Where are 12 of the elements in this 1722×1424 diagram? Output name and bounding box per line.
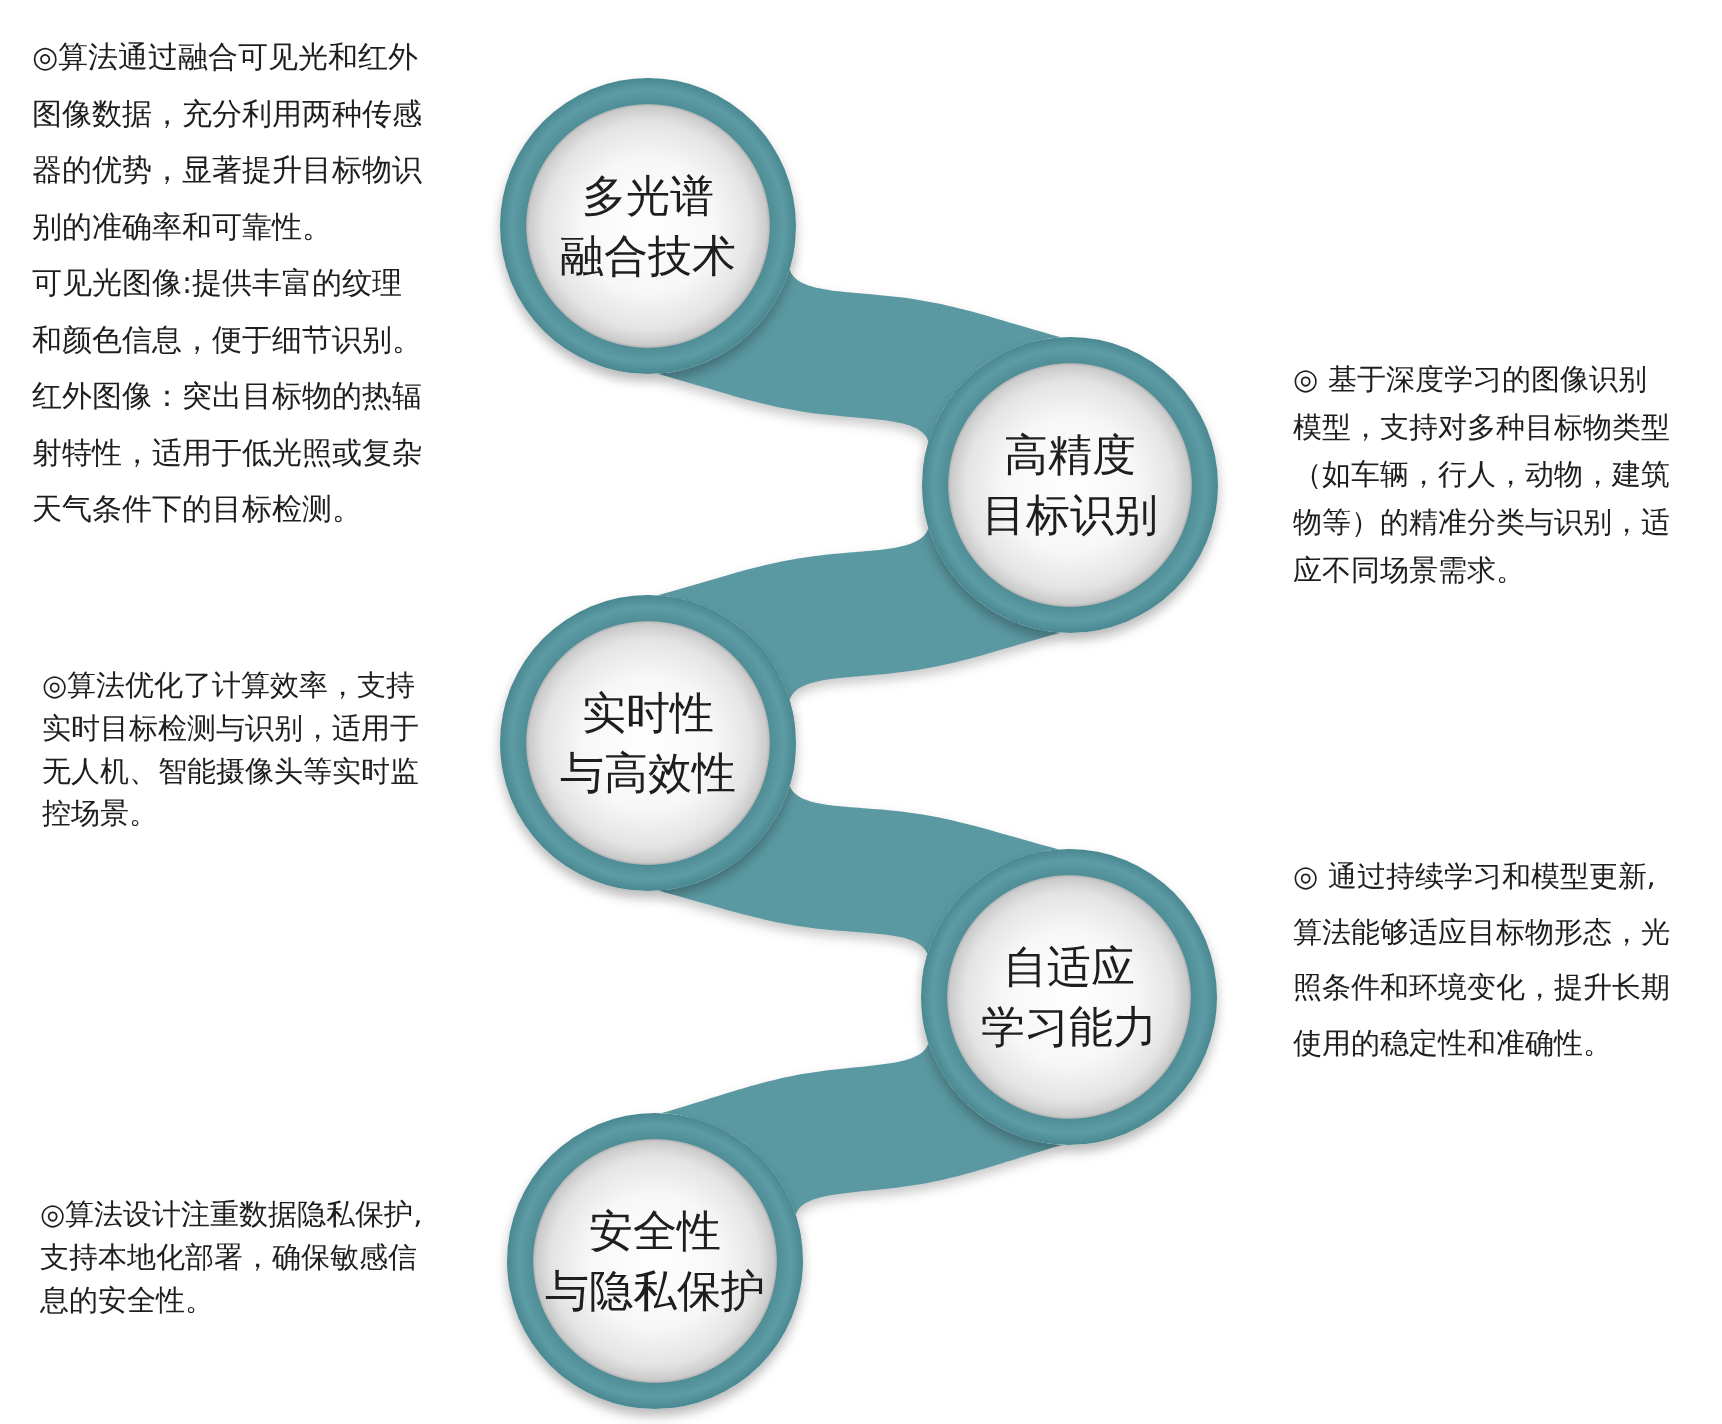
description-text: ◎算法设计注重数据隐私保护,支持本地化部署，确保敏感信息的安全性。 (40, 1196, 424, 1319)
node-title: 多光谱融合技术 (560, 169, 736, 283)
description-text: 红外图像：突出目标物的热辐射特性，适用于低光照或复杂天气条件下的目标检测。 (32, 377, 423, 528)
node-title: 自适应学习能力 (981, 940, 1157, 1054)
description-text: ◎ 基于深度学习的图像识别模型，支持对多种目标物类型（如车辆，行人，动物，建筑物等）的精准分类与识别，适应不同场景需求。 (1293, 361, 1671, 589)
description-text: ◎算法通过融合可见光和红外图像数据，充分利用两种传感器的优势，显著提升目标物识别的准确率和可靠性。 (32, 38, 423, 246)
description-text: 可见光图像:提供丰富的纹理和颜色信息，便于细节识别。 (32, 264, 423, 359)
description-text: ◎算法优化了计算效率，支持实时目标检测与识别，适用于无人机、智能摄像头等实时监控场景。 (42, 667, 420, 833)
node-title: 高精度目标识别 (982, 428, 1158, 542)
node-title: 安全性与隐私保护 (545, 1204, 765, 1318)
description-text: ◎ 通过持续学习和模型更新,算法能够适应目标物形态，光照条件和环境变化，提升长期使用的稳定性和准确性。 (1293, 858, 1671, 1062)
node-title: 实时性与高效性 (560, 686, 736, 800)
